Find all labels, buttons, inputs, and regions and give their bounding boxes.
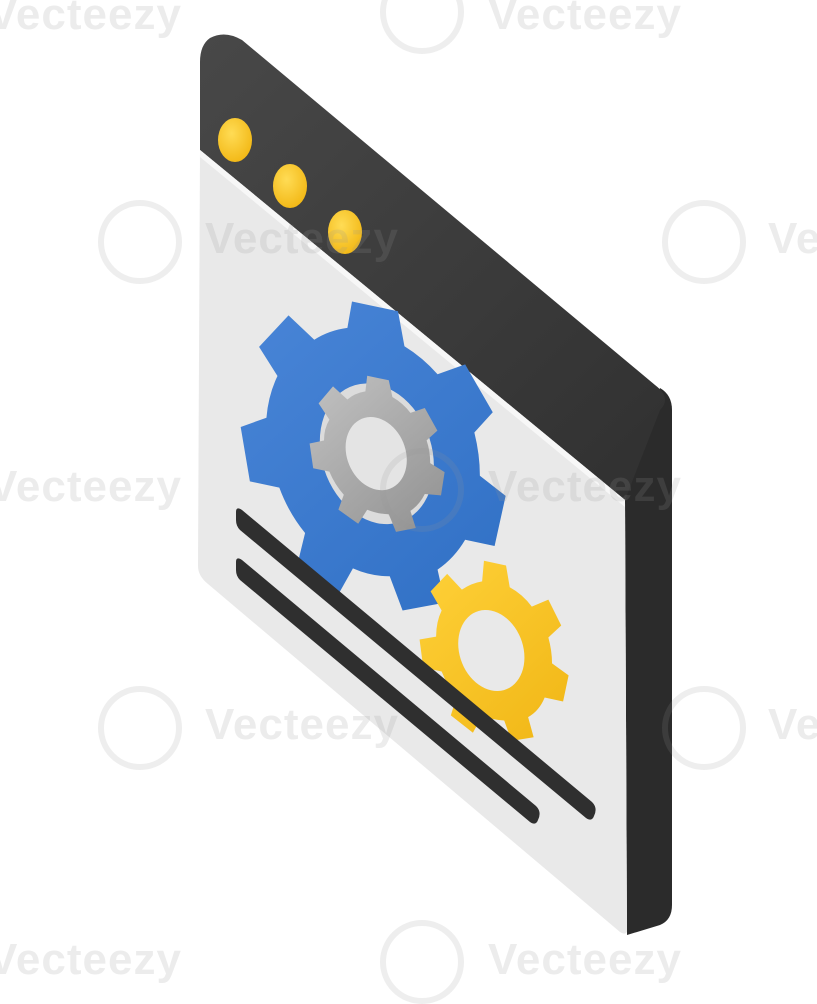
panel-edge-highlight: [200, 150, 625, 507]
text-line: [236, 558, 540, 824]
dot-icon: [273, 164, 307, 208]
window-side-edge: [625, 388, 672, 935]
inner-gear-icon: [309, 375, 445, 532]
text-line: [236, 508, 596, 820]
text-lines: [236, 508, 596, 824]
window-frame: [200, 34, 665, 500]
window-control-dots: [218, 118, 362, 254]
dot-icon: [218, 118, 252, 162]
dot-icon: [328, 210, 362, 254]
browser-window-illustration: [198, 34, 672, 935]
